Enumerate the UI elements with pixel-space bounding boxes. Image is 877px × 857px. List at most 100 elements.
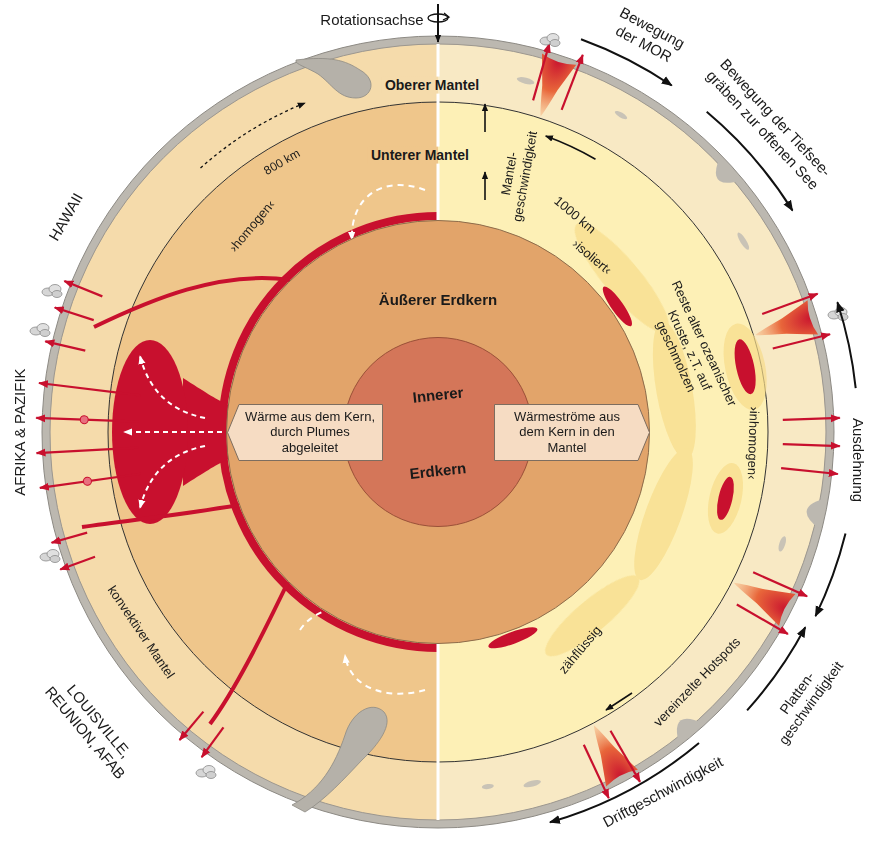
crust-thickening xyxy=(803,495,826,530)
plume-conduit xyxy=(210,582,288,724)
mantle-velocity-arrow xyxy=(546,136,596,159)
property-label: zähflüssig xyxy=(555,623,604,677)
rotation-axis xyxy=(443,13,449,20)
hotspot-arrow xyxy=(533,44,549,101)
hotspot-arrow xyxy=(762,294,817,314)
hotspot-arrow xyxy=(36,44,840,798)
heat-flow-box-shape xyxy=(228,404,383,460)
hotspot-arrow xyxy=(783,418,840,420)
mid-ocean-ridge xyxy=(523,54,576,122)
rotation-axis xyxy=(428,14,448,22)
crust-fragments xyxy=(614,109,629,120)
volcanic-cloud xyxy=(828,308,848,321)
volcanic-cloud xyxy=(196,766,216,779)
hotspot-arrow xyxy=(202,727,224,757)
plume-flow-arrow xyxy=(140,356,205,418)
mantle-layers xyxy=(42,36,834,828)
motion-label: Bewegung der Tiefsee- gräben zur offenen… xyxy=(694,46,843,202)
crust-fragments xyxy=(516,76,535,86)
depth-label: 1000 km xyxy=(551,193,599,237)
hotspot-arrow xyxy=(45,341,85,350)
note-label: vereinzelte Hotspots xyxy=(650,634,743,730)
crust-fragments xyxy=(735,231,751,251)
hotspot-arrow xyxy=(40,474,141,488)
plume-flow-arrow xyxy=(124,356,222,508)
rotation-axis xyxy=(437,4,439,42)
mid-ocean-ridge xyxy=(750,300,818,352)
crust-fragments xyxy=(482,76,788,790)
volcanic-cloud xyxy=(30,34,848,779)
motion-label: Platten- geschwindigkeit xyxy=(757,643,850,753)
depth-label: 800 km xyxy=(261,146,302,178)
motion-label: Bewegung der MOR xyxy=(603,1,692,71)
volcanic-cloud xyxy=(540,34,560,47)
plume-balloon xyxy=(83,477,92,486)
box-text: Wärmeströme aus dem Kern in den Mantel xyxy=(494,404,650,461)
hotspot-name: LOUISVILLE, REUNION, AFAB xyxy=(38,668,145,786)
hotspot-arrow xyxy=(773,334,830,348)
plume-conduit xyxy=(82,505,239,527)
volcanic-cloud xyxy=(30,324,50,337)
plume-balloon xyxy=(80,416,88,424)
plume-balloon xyxy=(80,416,92,486)
property-label: ›homogen‹ xyxy=(226,197,278,255)
hotspot-arrow xyxy=(60,557,95,570)
mantle-velocity-arrow xyxy=(484,172,486,200)
plume-flow-arrow xyxy=(124,431,222,433)
motion-label: Ausdehnung xyxy=(849,418,867,502)
crust-thickening xyxy=(707,156,741,191)
velocity-label: Mantel- geschwindigkeit xyxy=(492,119,541,231)
note-label: Reste alter ozeanischer Kruste, z.T. auf… xyxy=(637,271,744,429)
plume xyxy=(112,340,228,524)
hotspot-name: AFRIKA & PAZIFIK xyxy=(11,368,29,495)
crust-fragments xyxy=(777,535,788,552)
plume-flow-arrow xyxy=(140,446,205,508)
hotspot-arrow xyxy=(611,731,641,782)
layer-name: Äußerer Erdkern xyxy=(379,291,497,309)
volcanic-cloud xyxy=(42,285,62,298)
hotspot-arrow xyxy=(37,448,139,453)
hotspot-arrow xyxy=(753,572,807,596)
hotspot-arrow xyxy=(180,712,204,740)
property-label: ›isoliert‹ xyxy=(569,236,614,278)
motion-arrow xyxy=(837,302,855,388)
hotspot-arrow xyxy=(562,55,583,110)
subducting-slab xyxy=(292,707,387,812)
property-label: ›inhomogen‹ xyxy=(744,406,762,479)
mantle-layers xyxy=(50,44,826,820)
volcanic-cloud xyxy=(40,550,60,563)
hotspot-arrow xyxy=(781,468,838,474)
melt-halo xyxy=(702,460,749,537)
motion-arrow xyxy=(816,534,846,617)
hotspot-arrow xyxy=(39,383,140,395)
mantle-velocity-arrow xyxy=(606,693,632,710)
heat-flow-box: Wärmeströme aus dem Kern in den Mantel xyxy=(494,404,650,461)
crust-fragments xyxy=(482,783,495,790)
molten-crust-remnant xyxy=(714,475,738,521)
hotspot-arrow xyxy=(584,745,609,798)
property-label: konvektiver Mantel xyxy=(104,583,178,682)
mantle-velocity-arrow xyxy=(484,104,486,132)
convection-arrow xyxy=(345,655,425,694)
hotspot-arrow xyxy=(64,281,102,296)
heat-flow-box-shape xyxy=(495,404,650,460)
hotspot-arrow xyxy=(55,307,94,320)
hotspot-arrow xyxy=(737,605,788,635)
motion-label: Driftgeschwindigkeit xyxy=(600,753,726,832)
box-text: Wärme aus dem Kern, durch Plumes abgelei… xyxy=(227,404,383,461)
subducting-slab xyxy=(296,58,371,98)
rotation-axis xyxy=(428,4,449,42)
heat-flow-box: Wärme aus dem Kern, durch Plumes abgelei… xyxy=(227,404,383,461)
axis-label: Rotationsachse xyxy=(320,11,423,29)
mantle-layers xyxy=(42,36,834,828)
crust-fragments xyxy=(523,778,542,788)
outer-core-disc xyxy=(227,221,650,644)
molten-crust-remnant xyxy=(731,337,760,396)
hotspot-name: HAWAII xyxy=(45,190,87,244)
hotspot-arrow xyxy=(783,444,840,446)
layer-name: Unterer Mantel xyxy=(368,147,472,164)
hotspot-arrow xyxy=(52,533,88,543)
layer-name: Oberer Mantel xyxy=(382,77,482,94)
